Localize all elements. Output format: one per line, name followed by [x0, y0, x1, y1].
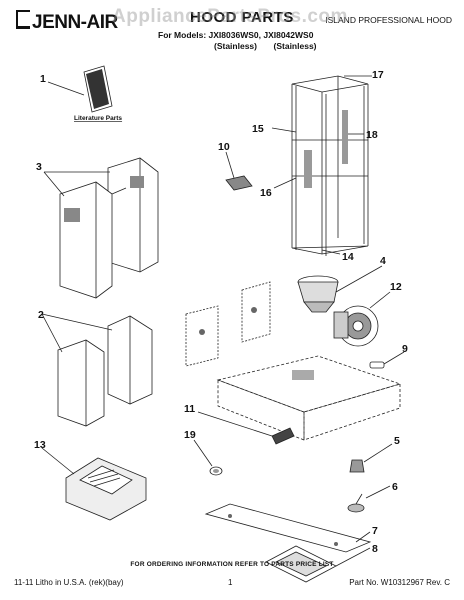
- page-number: 1: [228, 578, 233, 587]
- litho-info: 11-11 Litho in U.S.A. (rek)(bay): [14, 578, 124, 587]
- part-grease-filter: [265, 545, 371, 583]
- callout-10: 10: [218, 141, 230, 153]
- page-title: HOOD PARTS: [190, 9, 294, 26]
- brand-logo: JENN-AIR: [16, 10, 118, 34]
- part-control-switch: [197, 411, 295, 445]
- model-list: For Models: JXI8036WS0, JXI8042WS0 (Stai…: [158, 30, 317, 52]
- part-light-fixture: [347, 485, 391, 513]
- callout-3: 3: [36, 161, 42, 173]
- part-support-frame: [271, 75, 372, 256]
- callout-17: 17: [372, 69, 384, 81]
- callout-2: 2: [38, 309, 44, 321]
- callout-8: 8: [372, 543, 378, 555]
- brand-name: JENN-AIR: [32, 12, 118, 33]
- part-lower-duct-cover: [41, 313, 153, 427]
- callout-18: 18: [366, 129, 378, 141]
- callout-19: 19: [184, 429, 196, 441]
- finish-line: (Stainless) (Stainless): [214, 41, 317, 51]
- callout-9: 9: [402, 343, 408, 355]
- part-literature: [47, 65, 113, 113]
- part-blower: [333, 291, 391, 347]
- callout-15: 15: [252, 123, 264, 135]
- part-installation-template: [41, 447, 147, 521]
- hood-type: ISLAND PROFESSIONAL HOOD: [325, 15, 452, 25]
- part-lamp-socket: [349, 443, 393, 473]
- part-filter-panel: [204, 503, 372, 553]
- part-light-bulb: [369, 351, 405, 369]
- callout-7: 7: [372, 525, 378, 537]
- literature-parts-label: Literature Parts: [74, 115, 122, 122]
- part-number: Part No. W10312967 Rev. C: [349, 578, 450, 587]
- part-mounting-plates: [185, 281, 271, 367]
- models-line: For Models: JXI8036WS0, JXI8042WS0: [158, 30, 314, 40]
- callout-13: 13: [34, 439, 46, 451]
- callout-12: 12: [390, 281, 402, 293]
- callout-14: 14: [342, 251, 354, 263]
- part-upper-duct-cover: [43, 157, 159, 299]
- brand-mark-icon: [16, 10, 30, 29]
- callout-4: 4: [380, 255, 386, 267]
- callout-1: 1: [40, 73, 46, 85]
- part-hood-canopy: [216, 355, 402, 441]
- part-transition-duct: [297, 265, 383, 313]
- part-grommet: [193, 439, 223, 476]
- callout-5: 5: [394, 435, 400, 447]
- callout-11: 11: [184, 403, 195, 415]
- ordering-note: FOR ORDERING INFORMATION REFER TO PARTS …: [130, 561, 334, 568]
- page-footer: 11-11 Litho in U.S.A. (rek)(bay) 1 Part …: [0, 578, 464, 592]
- callout-16: 16: [260, 187, 272, 199]
- callout-6: 6: [392, 481, 398, 493]
- part-bracket: [225, 151, 253, 191]
